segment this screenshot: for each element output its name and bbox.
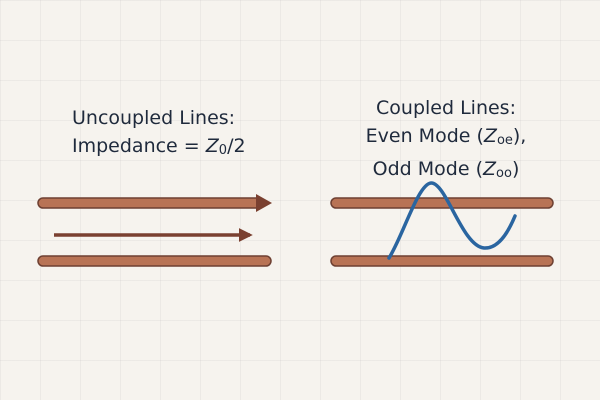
even-symbol: Z: [483, 125, 497, 147]
mode-wave: [387, 181, 517, 260]
uncoupled-impedance: Impedance = Z0/2: [72, 132, 246, 165]
coupled-bottom-conductor: [330, 255, 554, 267]
even-mode-label: Even Mode (Zoe),: [346, 122, 546, 155]
uncoupled-title: Uncoupled Lines:: [72, 107, 236, 129]
coupled-top-conductor: [330, 197, 554, 209]
impedance-symbol: Z: [205, 135, 219, 157]
coupled-title: Coupled Lines:: [376, 97, 516, 119]
coupled-lines: [330, 181, 554, 267]
odd-suffix: ): [511, 158, 520, 180]
impedance-suffix: /2: [227, 135, 246, 157]
uncoupled-label: Uncoupled Lines: Impedance = Z0/2: [72, 104, 246, 165]
uncoupled-bottom-conductor: [37, 255, 272, 267]
coupled-label: Coupled Lines: Even Mode (Zoe), Odd Mode…: [346, 94, 546, 188]
even-suffix: ),: [512, 125, 527, 147]
impedance-prefix: Impedance =: [72, 135, 206, 157]
odd-subscript: oo: [496, 166, 512, 181]
uncoupled-lines: [37, 194, 272, 267]
uncoupled-top-arrowhead: [256, 194, 272, 212]
odd-symbol: Z: [482, 158, 497, 180]
odd-prefix: Odd Mode (: [372, 158, 483, 180]
even-subscript: oe: [496, 133, 513, 148]
impedance-subscript: 0: [218, 143, 228, 158]
uncoupled-top-conductor: [37, 197, 264, 209]
odd-mode-label: Odd Mode (Zoo): [346, 155, 546, 188]
even-prefix: Even Mode (: [365, 125, 484, 147]
